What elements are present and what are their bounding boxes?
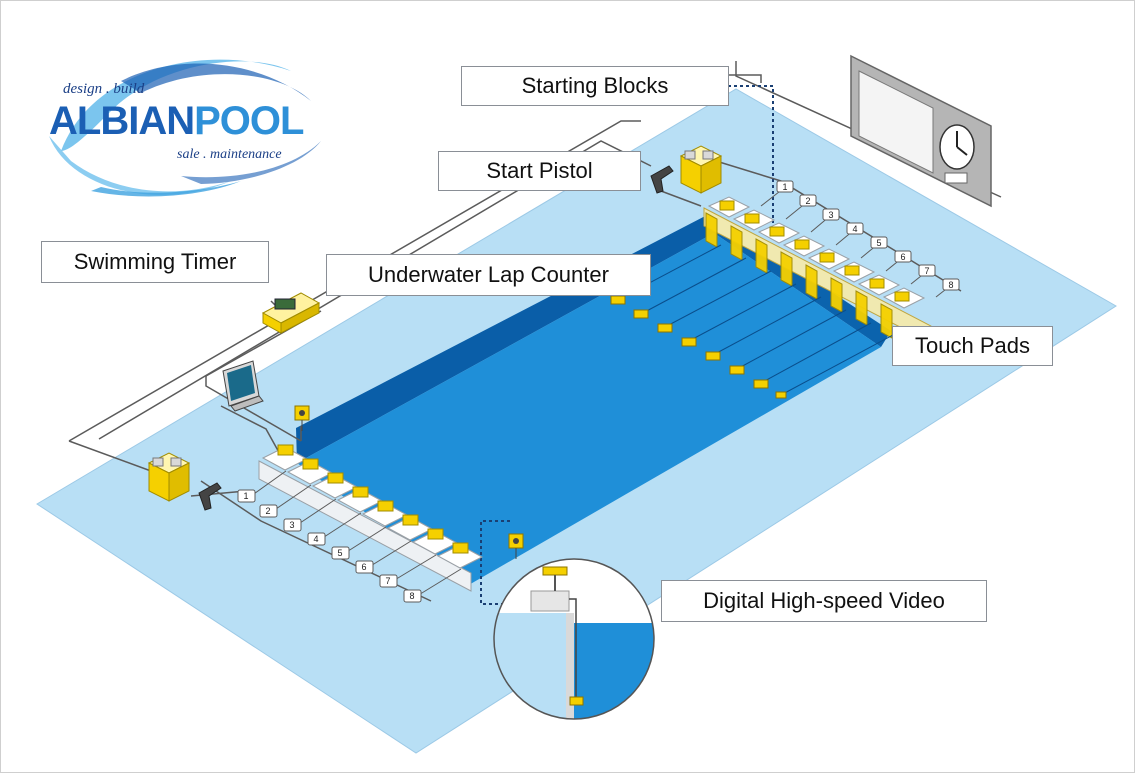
far-lane-number: 4 — [852, 224, 857, 234]
near-lane-number: 8 — [409, 591, 414, 601]
label-touch-pads: Touch Pads — [892, 326, 1053, 366]
underwater-lap-counters — [610, 244, 894, 399]
camera-video — [508, 533, 524, 559]
logo-tagline-top: design . build — [63, 81, 145, 97]
monitor — [222, 360, 264, 412]
logo-tagline-bottom: sale . maintenance — [177, 147, 282, 162]
near-lane-tags: 1 2 3 4 5 6 7 8 — [237, 470, 462, 603]
near-lane-number: 2 — [265, 506, 270, 516]
far-lane-number: 5 — [876, 238, 881, 248]
far-lane-number: 6 — [900, 252, 905, 262]
scoreboard — [850, 54, 992, 208]
swimming-timer-device — [261, 292, 321, 334]
starting-blocks-leader — [728, 85, 774, 223]
far-lane-number: 3 — [828, 210, 833, 220]
video-leader — [480, 520, 516, 605]
near-lane-number: 3 — [289, 520, 294, 530]
far-lane-tags: 1 2 3 4 5 6 7 8 — [760, 180, 960, 298]
near-lane-number: 4 — [313, 534, 318, 544]
pool-water — [297, 233, 881, 586]
far-lane-number: 1 — [782, 182, 787, 192]
label-underwater-lap-counter: Underwater Lap Counter — [326, 254, 651, 296]
logo-brand-pool: POOL — [194, 99, 304, 143]
camera-near — [294, 405, 310, 431]
far-lane-number: 7 — [924, 266, 929, 276]
label-digital-high-speed-video: Digital High-speed Video — [661, 580, 987, 622]
label-starting-blocks: Starting Blocks — [461, 66, 729, 106]
near-lane-number: 6 — [361, 562, 366, 572]
near-lane-number: 1 — [243, 491, 248, 501]
far-starting-blocks — [703, 196, 932, 344]
far-lane-number: 8 — [948, 280, 953, 290]
near-starting-blocks — [258, 444, 484, 592]
near-lane-number: 7 — [385, 576, 390, 586]
start-pistol-near — [198, 482, 222, 511]
albian-pool-logo — [49, 59, 321, 197]
logo-brand-albian: ALBIAN — [49, 99, 195, 143]
speaker-box-near — [147, 452, 191, 502]
logo-brand: ALBIANPOOL — [49, 99, 304, 144]
label-swimming-timer: Swimming Timer — [41, 241, 269, 283]
far-lane-number: 2 — [805, 196, 810, 206]
start-pistol-far — [650, 165, 674, 194]
label-start-pistol: Start Pistol — [438, 151, 641, 191]
speaker-box-far — [679, 145, 723, 194]
near-lane-number: 5 — [337, 548, 342, 558]
